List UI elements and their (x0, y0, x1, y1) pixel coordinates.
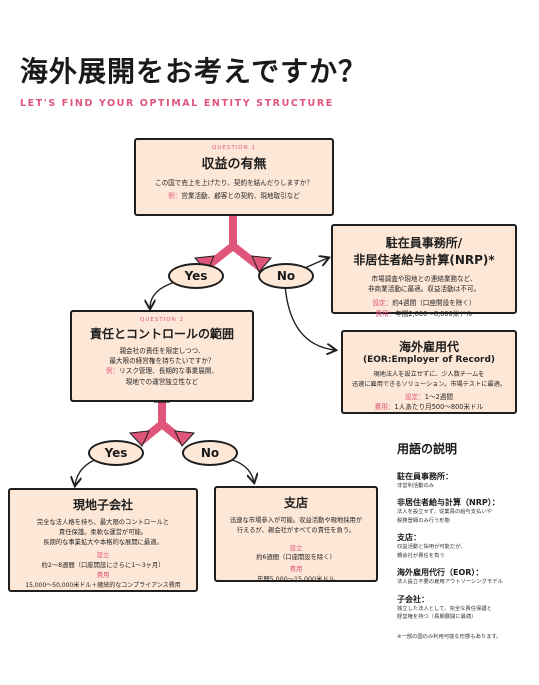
arrow-no-to-eor (284, 284, 335, 350)
subsidiary-cost-label: 費用 (96, 571, 110, 579)
glossary-desc-subsidiary-1: 独立した法人として、完全な責任保護と (397, 605, 492, 612)
subsidiary-cost: 15,000～50,000米ドル＋継続的なコンプライアンス費用 (25, 581, 181, 589)
glossary-desc-branch-2: 親会社が責任を負う (397, 552, 445, 559)
question-1-text: この国で売上を上げたり、契約を結んだりしますか？ (155, 179, 313, 187)
subsidiary-text-1: 完全な法人格を持ち、最大限のコントロールと (36, 519, 170, 526)
q2-yes-pill: Yes (88, 440, 144, 466)
nrp-text-2: 非商業活動に最適。収益活動は不可。 (367, 285, 481, 294)
subsidiary-option-box: 現地子会社 完全な法人格を持ち、最大限のコントロールと 責任保護。柔軟な運営が可… (8, 488, 198, 592)
arrow-no-to-nrp (304, 258, 328, 269)
branch-option-box: 支店 迅速な市場参入が可能。収益活動や現地採用が 行えるが、親会社がすべての責任… (214, 486, 378, 583)
question-2-label: QUESTION 2 (140, 317, 184, 323)
page-title: 海外展開をお考えですか？ (20, 55, 368, 88)
subsidiary-setup-label: 設立 (96, 552, 110, 560)
eor-text-2: 迅速に雇用できるソリューション。市場テストに最適。 (351, 380, 507, 388)
glossary-desc-eor-1: 法人設立不要の雇用アウトソーシングモデル (397, 579, 503, 586)
branch-cost-label: 費用 (289, 566, 303, 573)
nrp-title-line-2: 非居住者給与計算(NRP)* (353, 253, 495, 267)
branch-cost: 年間5,000～15,000米ドル (257, 575, 335, 583)
question-1-example: 例：営業活動、顧客との契約、現地取引など (168, 192, 300, 201)
eor-cost: 費用：1人あたり月500～800米ドル (374, 403, 484, 412)
question-2-example-2: 現地での運営独立性など (125, 377, 199, 386)
question-1-box: QUESTION 1 収益の有無 この国で売上を上げたり、契約を結んだりしますか… (134, 138, 334, 216)
nrp-option-box: 駐在員事務所/ 非居住者給与計算(NRP)* 市場調査や現地との連絡業務など、 … (331, 224, 517, 318)
subsidiary-text-3: 長期的な事業拡大や本格的な展開に最適。 (43, 538, 163, 546)
glossary-term-rep-office: 駐在員事務所： (397, 472, 453, 481)
eor-title-line-2: (EOR:Employer of Record) (363, 355, 495, 365)
question-2-box: QUESTION 2 責任とコントロールの範囲 親会社の責任を限定しつつ、 最大… (70, 310, 254, 402)
eor-title-line-1: 海外雇用代 (398, 340, 459, 354)
question-2-title: 責任とコントロールの範囲 (89, 327, 234, 341)
question-1-title: 収益の有無 (201, 157, 267, 172)
glossary-desc-nrp-2: 税務登録のみ行う形態 (397, 517, 450, 524)
split-arrow-2 (128, 401, 196, 447)
eor-text-1: 現地法人を設立せずに、少人数チームを (373, 371, 485, 378)
glossary-title: 用語の説明 (397, 442, 458, 456)
glossary-desc-subsidiary-2: 経営権を持つ（長期展開に最適） (397, 614, 477, 621)
subsidiary-title: 現地子会社 (72, 498, 133, 512)
glossary-term-branch: 支店： (397, 533, 421, 543)
glossary-term-subsidiary: 子会社： (397, 594, 429, 604)
glossary-note: ※一部の国のみ利用可能な形態もあります。 (397, 633, 502, 640)
question-2-example-1: 例：リスク管理、長期的な事業展開、 (105, 367, 219, 376)
glossary-term-nrp: 非居住者給与計算（NRP）： (397, 498, 500, 508)
question-2-text-2: 最大限の経営権を持ちたいですか？ (109, 357, 215, 366)
branch-setup: 約6週間（口座開設を除く） (256, 554, 336, 562)
nrp-title-line-1: 駐在員事務所/ (385, 236, 463, 250)
q2-no-pill: No (182, 440, 238, 466)
glossary-desc-branch-1: 収益活動と採用が可能だが、 (397, 544, 466, 551)
branch-title: 支店 (283, 496, 308, 510)
glossary: 用語の説明 駐在員事務所： 非営利活動のみ 非居住者給与計算（NRP）： 法人を… (397, 440, 537, 640)
q1-yes-pill: Yes (168, 263, 224, 289)
eor-setup: 設定：1～2週間 (405, 393, 453, 402)
glossary-term-eor: 海外雇用代行（EOR）： (397, 568, 484, 578)
glossary-desc-nrp-1: 法人を設立せず、従業員の給与支払いや (397, 509, 492, 516)
q1-no-pill: No (258, 263, 314, 289)
question-2-text-1: 親会社の責任を限定しつつ、 (119, 347, 205, 355)
page-subtitle: LET'S FIND YOUR OPTIMAL ENTITY STRUCTURE (20, 98, 334, 109)
arrow-yes-to-q2 (150, 281, 176, 308)
branch-text-1: 迅速な市場参入が可能。収益活動や現地採用が (229, 517, 363, 524)
eor-option-box: 海外雇用代 (EOR:Employer of Record) 現地法人を設立せず… (341, 330, 517, 414)
question-1-label: QUESTION 1 (212, 145, 256, 151)
nrp-cost: 費用：年間2,000～8,000米ドル (375, 309, 473, 318)
branch-setup-label: 設立 (289, 544, 303, 552)
subsidiary-text-2: 責任保護。柔軟な運営が可能。 (58, 528, 148, 536)
subsidiary-setup: 約2～8週間（口座開設にさらに1～3ヶ月） (41, 562, 165, 569)
nrp-setup: 設定：約4週間（口座開設を除く） (372, 299, 476, 308)
nrp-text-1: 市場調査や現地との連絡業務など、 (371, 275, 477, 283)
branch-text-2: 行えるが、親会社がすべての責任を負う。 (236, 526, 356, 534)
glossary-desc-rep-office-1: 非営利活動のみ (397, 483, 435, 489)
